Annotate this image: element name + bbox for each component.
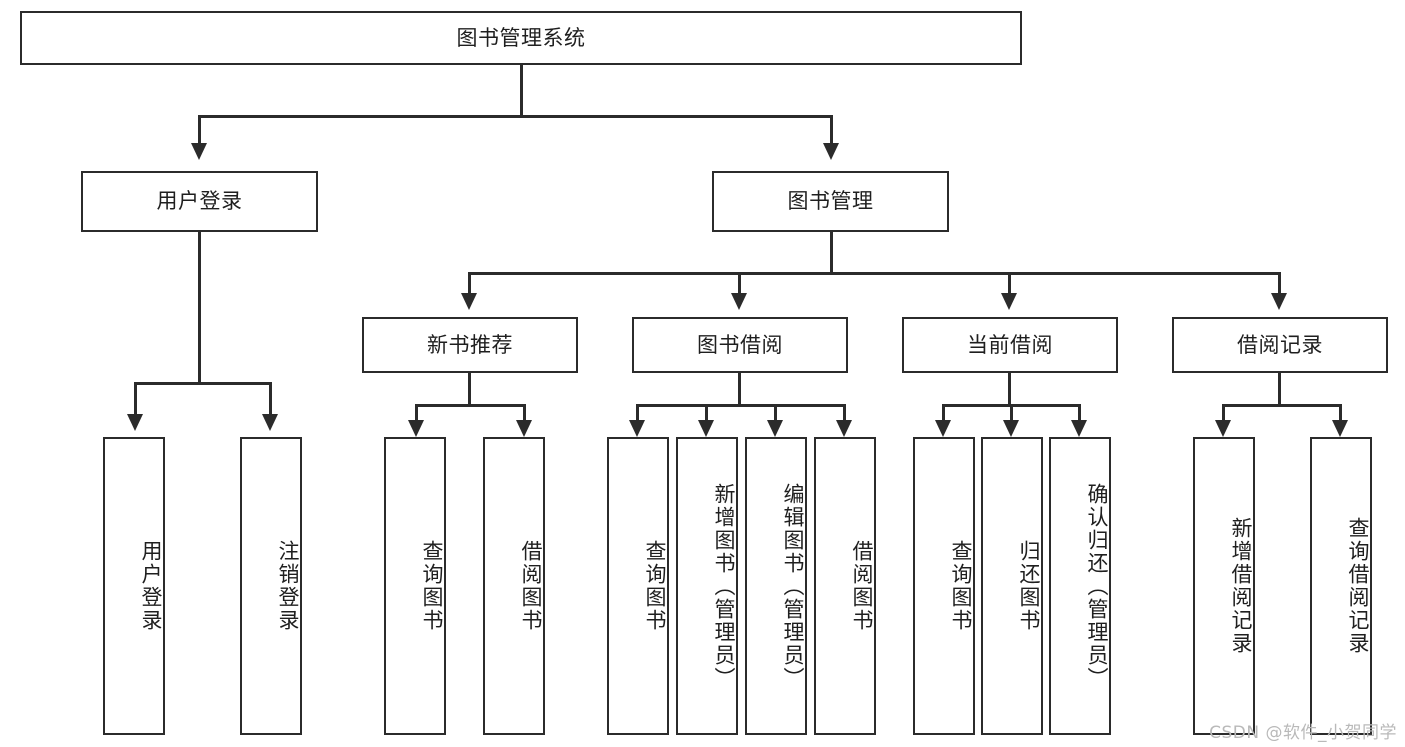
- node-user-login[interactable]: 用户登录: [81, 171, 318, 232]
- leaf-borrow-record-add-record[interactable]: 新增借阅记录: [1193, 437, 1255, 735]
- connector-root-to-user-login: [198, 115, 201, 145]
- leaf-new-book-query-book[interactable]: 查询图书: [384, 437, 446, 735]
- connector-to-borrow-record: [1278, 272, 1281, 295]
- connector-user-login-to-leaf-1: [134, 382, 137, 416]
- connector-bb-leaf-1: [636, 404, 639, 422]
- node-new-book-recommend[interactable]: 新书推荐: [362, 317, 578, 373]
- arrowhead-bb-leaf-3: [767, 420, 783, 437]
- node-label: 查询图书: [643, 540, 667, 632]
- connector-bb-leaf-2: [705, 404, 708, 422]
- node-label: 归还图书: [1017, 540, 1041, 632]
- arrowhead-cb-leaf-3: [1071, 420, 1087, 437]
- node-label: 查询图书: [420, 540, 444, 632]
- node-label: 用户登录: [156, 189, 243, 214]
- connector-root-bus: [198, 115, 832, 118]
- connector-to-new-book-recommend: [468, 272, 471, 295]
- node-label: 图书管理系统: [456, 25, 586, 50]
- connector-user-login-bus: [134, 382, 269, 385]
- leaf-user-login-logout[interactable]: 注销登录: [240, 437, 302, 735]
- node-label: 图书管理: [787, 189, 874, 214]
- node-current-borrow[interactable]: 当前借阅: [902, 317, 1118, 373]
- arrowhead-to-borrow-record: [1271, 293, 1287, 310]
- leaf-user-login-login[interactable]: 用户登录: [103, 437, 165, 735]
- connector-current-borrow-stem: [1008, 373, 1011, 404]
- connector-bb-leaf-3: [774, 404, 777, 422]
- connector-level3-bus: [468, 272, 1280, 275]
- connector-bb-leaf-4: [843, 404, 846, 422]
- connector-book-borrow-bus: [636, 404, 844, 407]
- leaf-new-book-borrow-book[interactable]: 借阅图书: [483, 437, 545, 735]
- node-label: 注销登录: [276, 540, 300, 632]
- connector-book-management-stem: [830, 232, 833, 272]
- arrowhead-br-leaf-1: [1215, 420, 1231, 437]
- connector-br-leaf-1: [1222, 404, 1225, 422]
- connector-root-stem: [520, 65, 523, 115]
- connector-root-to-book-management: [830, 115, 833, 145]
- leaf-book-borrow-query-book[interactable]: 查询图书: [607, 437, 669, 735]
- connector-to-book-borrow: [738, 272, 741, 295]
- connector-cb-leaf-3: [1078, 404, 1081, 422]
- node-borrow-record[interactable]: 借阅记录: [1172, 317, 1388, 373]
- node-label: 查询借阅记录: [1346, 517, 1370, 655]
- leaf-book-borrow-add-book-admin[interactable]: 新增图书（管理员）: [676, 437, 738, 735]
- connector-borrow-record-stem: [1278, 373, 1281, 404]
- connector-borrow-record-bus: [1222, 404, 1339, 407]
- leaf-current-borrow-confirm-return-admin[interactable]: 确认归还（管理员）: [1049, 437, 1111, 735]
- node-label: 编辑图书（管理员）: [781, 482, 805, 690]
- node-label: 新增图书（管理员）: [712, 482, 736, 690]
- connector-book-borrow-stem: [738, 373, 741, 404]
- arrowhead-bb-leaf-4: [836, 420, 852, 437]
- node-label: 新增借阅记录: [1229, 517, 1253, 655]
- connector-cb-leaf-1: [942, 404, 945, 422]
- node-label: 图书借阅: [697, 332, 783, 357]
- node-book-borrow[interactable]: 图书借阅: [632, 317, 848, 373]
- leaf-book-borrow-borrow-book[interactable]: 借阅图书: [814, 437, 876, 735]
- connector-new-book-recommend-stem: [468, 373, 471, 404]
- arrowhead-root-to-user-login: [191, 143, 207, 160]
- node-label: 用户登录: [139, 540, 163, 632]
- connector-new-book-recommend-bus: [415, 404, 523, 407]
- arrowhead-user-login-to-leaf-1: [127, 414, 143, 431]
- arrowhead-nbr-leaf-1: [408, 420, 424, 437]
- arrowhead-br-leaf-2: [1332, 420, 1348, 437]
- arrowhead-bb-leaf-2: [698, 420, 714, 437]
- arrowhead-to-book-borrow: [731, 293, 747, 310]
- node-book-management[interactable]: 图书管理: [712, 171, 949, 232]
- leaf-book-borrow-edit-book-admin[interactable]: 编辑图书（管理员）: [745, 437, 807, 735]
- connector-nbr-leaf-1: [415, 404, 418, 422]
- leaf-borrow-record-query-record[interactable]: 查询借阅记录: [1310, 437, 1372, 735]
- arrowhead-bb-leaf-1: [629, 420, 645, 437]
- connector-nbr-leaf-2: [523, 404, 526, 422]
- node-label: 借阅记录: [1237, 332, 1323, 357]
- arrowhead-to-current-borrow: [1001, 293, 1017, 310]
- leaf-current-borrow-query-book[interactable]: 查询图书: [913, 437, 975, 735]
- arrowhead-cb-leaf-2: [1003, 420, 1019, 437]
- arrowhead-cb-leaf-1: [935, 420, 951, 437]
- node-label: 新书推荐: [427, 332, 513, 357]
- arrowhead-nbr-leaf-2: [516, 420, 532, 437]
- connector-br-leaf-2: [1339, 404, 1342, 422]
- connector-cb-leaf-2: [1010, 404, 1013, 422]
- node-label: 确认归还（管理员）: [1085, 482, 1109, 690]
- node-label: 当前借阅: [967, 332, 1053, 357]
- arrowhead-root-to-book-management: [823, 143, 839, 160]
- connector-user-login-stem: [198, 232, 201, 382]
- node-label: 借阅图书: [519, 540, 543, 632]
- arrowhead-user-login-to-leaf-2: [262, 414, 278, 431]
- node-label: 借阅图书: [850, 540, 874, 632]
- leaf-current-borrow-return-book[interactable]: 归还图书: [981, 437, 1043, 735]
- connector-to-current-borrow: [1008, 272, 1011, 295]
- arrowhead-to-new-book-recommend: [461, 293, 477, 310]
- connector-user-login-to-leaf-2: [269, 382, 272, 416]
- node-root-book-management-system[interactable]: 图书管理系统: [20, 11, 1022, 65]
- node-label: 查询图书: [949, 540, 973, 632]
